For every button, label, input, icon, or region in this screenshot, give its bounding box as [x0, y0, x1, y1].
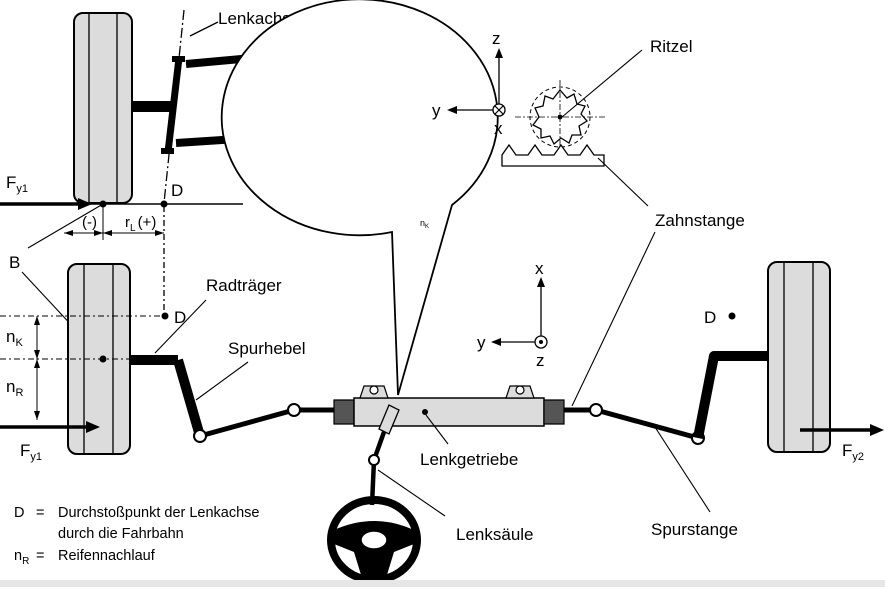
top-hub-arm: [132, 101, 172, 112]
label-zahnstange: Zahnstange: [655, 211, 745, 230]
label-ritzel: Ritzel: [650, 37, 693, 56]
point-d-right: [728, 312, 736, 320]
right-wheel: [767, 261, 831, 453]
label-b: B: [9, 253, 20, 272]
label-spurstange: Spurstange: [651, 520, 738, 539]
tie-rod-left: [199, 407, 295, 439]
top-upright: [164, 57, 183, 153]
axes-mid: x y z: [477, 259, 548, 370]
svg-text:=: =: [36, 505, 44, 521]
label-d-right: D: [704, 308, 716, 327]
force-fy1-bottom: Fy1: [20, 441, 42, 463]
rack-teeth-icon: [501, 143, 605, 167]
dim-nk: nK: [6, 327, 23, 349]
label-spurhebel: Spurhebel: [228, 339, 306, 358]
label-nk-small: nK: [420, 218, 429, 230]
svg-text:x: x: [535, 259, 544, 278]
label-d-mid: D: [174, 308, 186, 327]
dim-rl: rL(+): [125, 214, 156, 234]
svg-text:z: z: [492, 29, 501, 48]
dim-minus: (-): [82, 214, 97, 231]
steering-wheel-icon: [327, 496, 421, 584]
zoom-bubble: z y x Ritzel nK: [220, 0, 693, 396]
svg-text:durch die Fahrbahn: durch die Fahrbahn: [58, 526, 184, 542]
legend: D = Durchstoßpunkt der Lenkachse durch d…: [14, 505, 260, 567]
svg-text:Reifennachlauf: Reifennachlauf: [58, 548, 156, 564]
steering-arm-left: [173, 358, 205, 438]
label-lenkgetriebe: Lenkgetriebe: [420, 450, 518, 469]
force-fy1-top: Fy1: [6, 173, 28, 195]
force-fy2: Fy2: [842, 441, 864, 463]
svg-text:y: y: [432, 101, 441, 120]
wheel-center-point: [99, 355, 107, 363]
svg-text:y: y: [477, 333, 486, 352]
label-d-top: D: [171, 181, 183, 200]
top-wheel: [73, 12, 133, 204]
svg-text:=: =: [36, 548, 44, 564]
point-d-mid: [161, 312, 169, 320]
steering-axis-line: [163, 9, 185, 204]
svg-text:x: x: [494, 119, 503, 138]
label-lenksaeule: Lenksäule: [456, 525, 534, 544]
point-d-ground: [160, 200, 168, 208]
dim-nr: nR: [6, 377, 23, 399]
tie-rod-right: [595, 407, 699, 441]
label-radtraeger: Radträger: [206, 276, 282, 295]
steering-gear-housing: [333, 385, 565, 435]
svg-text:z: z: [536, 351, 545, 370]
steering-arm-right: [693, 351, 768, 439]
svg-text:Durchstoßpunkt der Lenkachse: Durchstoßpunkt der Lenkachse: [58, 505, 260, 521]
svg-text:nR: nR: [14, 548, 29, 567]
svg-text:D: D: [14, 505, 24, 521]
